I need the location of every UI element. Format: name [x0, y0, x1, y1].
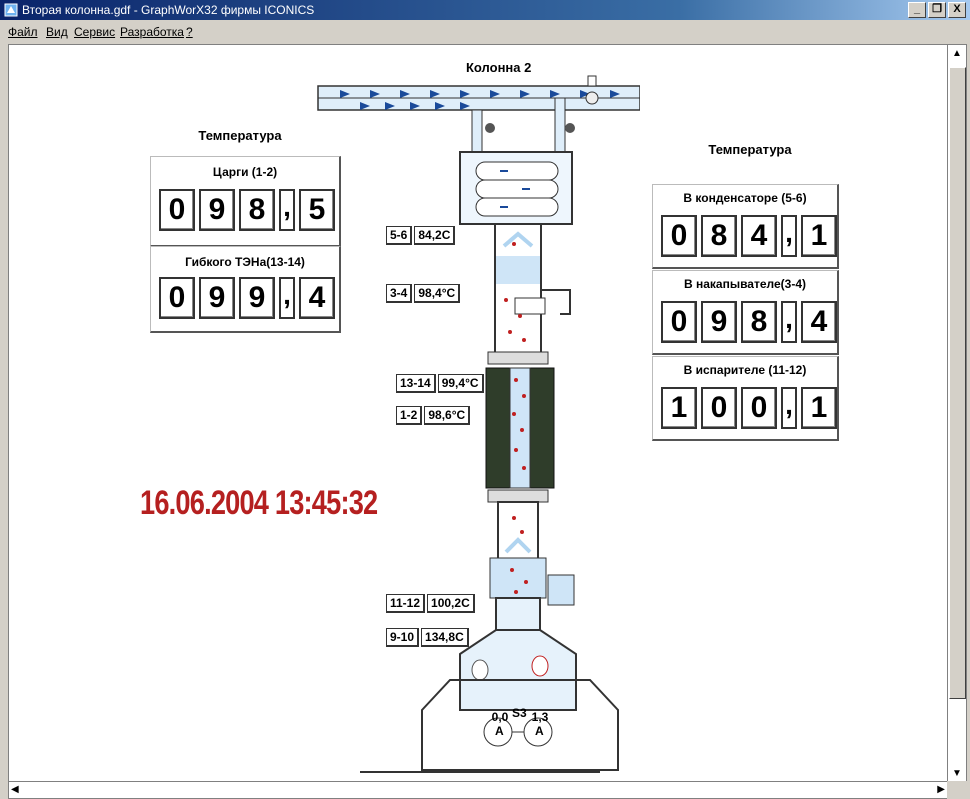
sensor-id: 5-6 [386, 226, 413, 245]
switch-label: S3 [512, 706, 527, 720]
digit: 8 [701, 215, 737, 257]
menu-service[interactable]: Сервис [74, 25, 116, 39]
digit: 9 [701, 301, 737, 343]
digit: 8 [239, 189, 275, 231]
horizontal-scrollbar[interactable]: ◀ ▶ [8, 781, 948, 799]
sensor-value: 98,4°C [414, 284, 461, 303]
sensor-id: 13-14 [396, 374, 436, 393]
digital-display: 1 0 0 , 1 [661, 387, 837, 429]
right-panel-label-2: В накапывателе(3-4) [683, 277, 806, 291]
sensor-id: 1-2 [396, 406, 423, 425]
digit: 4 [299, 277, 335, 319]
diagram-title: Колонна 2 [466, 60, 532, 75]
scroll-left-icon[interactable]: ◀ [11, 784, 19, 795]
left-panel-card-2: Гибкого ТЭНа(13-14) 0 9 9 , 4 [150, 246, 341, 333]
digital-display: 0 9 8 , 5 [159, 189, 335, 231]
resize-grip[interactable] [947, 781, 967, 799]
sensor-id: 9-10 [386, 628, 420, 647]
sensor-id: 3-4 [386, 284, 413, 303]
datetime-display: 16.06.2004 13:45:32 [140, 484, 378, 522]
decimal-comma: , [279, 277, 295, 319]
digit: 0 [159, 277, 195, 319]
digit: 9 [239, 277, 275, 319]
condenser [459, 151, 573, 225]
right-panel-card-1: В конденсаторе (5-6) 0 8 4 , 1 [652, 184, 839, 269]
sensor-value: 98,6°C [424, 406, 471, 425]
digit: 0 [661, 215, 697, 257]
decimal-comma: , [781, 387, 797, 429]
sensor-1-2: 1-2 98,6°C [396, 406, 471, 425]
minimize-button[interactable]: _ [908, 2, 926, 18]
digit: 1 [801, 215, 837, 257]
window-title: Вторая колонна.gdf - GraphWorX32 фирмы I… [22, 3, 315, 17]
sensor-id: 11-12 [386, 594, 426, 613]
decimal-comma: , [781, 301, 797, 343]
menu-help[interactable]: ? [186, 25, 193, 39]
right-panel-label-1: В конденсаторе (5-6) [683, 191, 807, 205]
scroll-up-icon[interactable]: ▲ [952, 48, 962, 59]
digit: 8 [741, 301, 777, 343]
digit: 0 [159, 189, 195, 231]
meter-right-value: 1,3 [531, 710, 549, 724]
sensor-5-6: 5-6 84,2C [386, 226, 456, 245]
digit: 9 [199, 277, 235, 319]
sensor-13-14: 13-14 99,4°C [396, 374, 484, 393]
decimal-comma: , [279, 189, 295, 231]
digit: 0 [701, 387, 737, 429]
digit: 4 [801, 301, 837, 343]
app-icon [4, 3, 18, 17]
digit: 9 [199, 189, 235, 231]
left-panel-card-1: Царги (1-2) 0 9 8 , 5 [150, 156, 341, 247]
title-bar: Вторая колонна.gdf - GraphWorX32 фирмы I… [0, 0, 970, 20]
left-panel-label-1: Царги (1-2) [212, 165, 278, 179]
meter-left-unit: A [495, 724, 504, 738]
digit: 5 [299, 189, 335, 231]
meter-right-unit: A [535, 724, 544, 738]
decimal-comma: , [781, 215, 797, 257]
top-pipeline [317, 75, 640, 111]
scroll-thumb[interactable] [949, 67, 966, 699]
heater-section [485, 367, 555, 489]
sensor-11-12: 11-12 100,2C [386, 594, 475, 613]
sensor-value: 84,2C [414, 226, 456, 245]
digit: 4 [741, 215, 777, 257]
digital-display: 0 8 4 , 1 [661, 215, 837, 257]
left-panel-heading: Температура [198, 128, 282, 143]
meter-left-value: 0,0 [491, 710, 509, 724]
evaporator [421, 597, 619, 771]
menu-development[interactable]: Разработка [120, 25, 184, 39]
sensor-value: 100,2C [427, 594, 475, 613]
digit: 0 [661, 301, 697, 343]
right-panel-heading: Температура [708, 142, 792, 157]
sensor-3-4: 3-4 98,4°C [386, 284, 461, 303]
digit: 1 [661, 387, 697, 429]
right-panel-label-3: В испарителе (11-12) [683, 363, 807, 377]
menu-bar: Файл Вид Сервис Разработка ? [0, 21, 970, 41]
digit: 0 [741, 387, 777, 429]
menu-view[interactable]: Вид [46, 25, 68, 39]
right-panel-card-2: В накапывателе(3-4) 0 9 8 , 4 [652, 270, 839, 355]
digit: 1 [801, 387, 837, 429]
right-panel-card-3: В испарителе (11-12) 1 0 0 , 1 [652, 356, 839, 441]
column-diagram [317, 75, 640, 773]
sensor-value: 134,8C [421, 628, 469, 647]
digital-display: 0 9 9 , 4 [159, 277, 335, 319]
menu-file[interactable]: Файл [8, 25, 38, 39]
close-button[interactable]: X [948, 2, 966, 18]
sensor-9-10: 9-10 134,8C [386, 628, 469, 647]
digital-display: 0 9 8 , 4 [661, 301, 837, 343]
sensor-value: 99,4°C [437, 374, 484, 393]
left-panel-label-2: Гибкого ТЭНа(13-14) [185, 255, 305, 269]
vertical-scrollbar[interactable]: ▲ ▼ [947, 44, 967, 784]
scroll-down-icon[interactable]: ▼ [952, 768, 962, 779]
scroll-right-icon[interactable]: ▶ [937, 784, 945, 795]
restore-button[interactable]: ❐ [928, 2, 946, 18]
